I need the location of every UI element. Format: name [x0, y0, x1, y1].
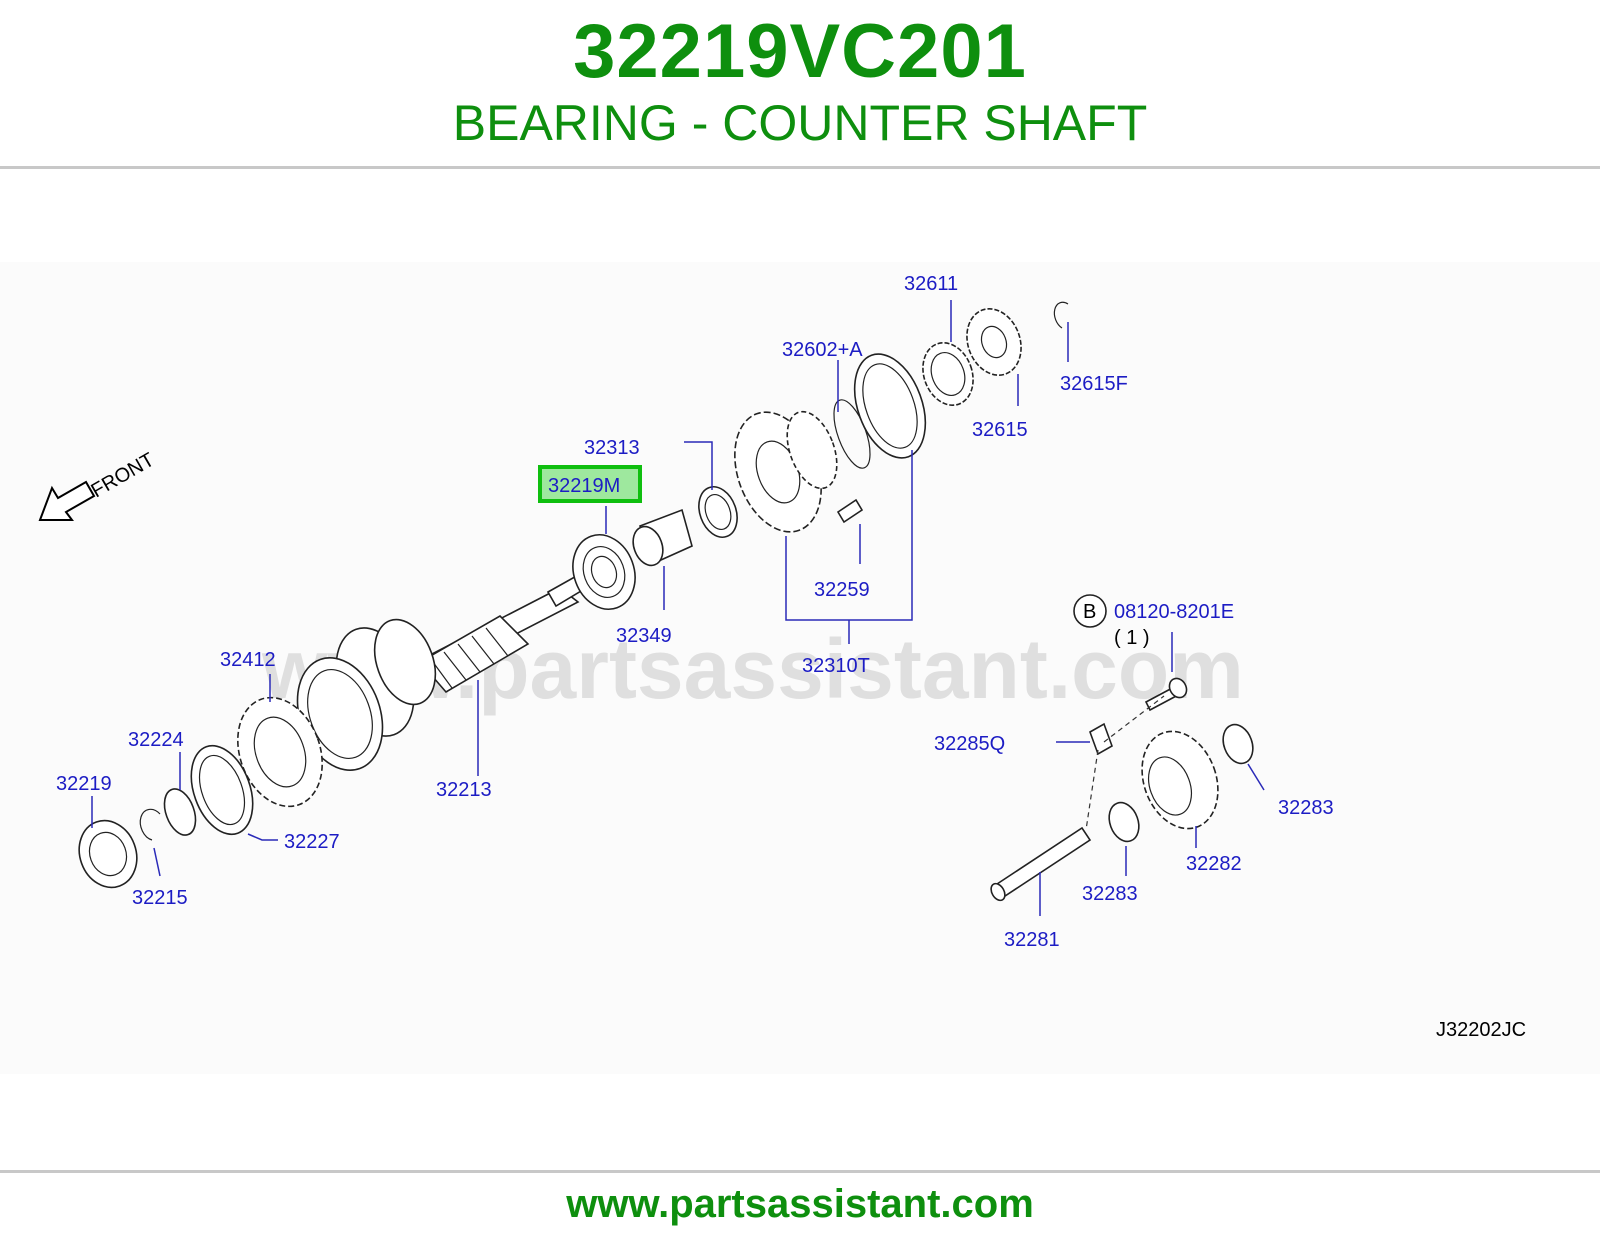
part-number-title: 32219VC201 [573, 9, 1027, 94]
footer-divider [0, 1170, 1600, 1173]
callout-32285q[interactable]: 32285Q [934, 733, 1005, 755]
part-description: BEARING - COUNTER SHAFT [452, 95, 1148, 151]
callout-32310t[interactable]: 32310T [802, 655, 870, 677]
footer-site-link[interactable]: www.partsassistant.com [566, 1182, 1034, 1226]
needle-bearing-32283-lower-part[interactable] [1104, 798, 1144, 845]
washer-32227-part[interactable] [180, 737, 264, 843]
callout-32313[interactable]: 32313 [584, 437, 640, 459]
callout-08120-8201e[interactable]: 08120-8201E [1114, 601, 1234, 623]
callout-32602a[interactable]: 32602+A [782, 339, 863, 361]
collar-32349-part[interactable] [628, 508, 693, 570]
idler-gear-32282-part[interactable] [1129, 721, 1231, 840]
callout-32219m[interactable]: 32219M [548, 475, 620, 497]
idler-shaft-32281-part[interactable] [988, 826, 1092, 903]
gear-32310t-part[interactable] [719, 400, 846, 544]
bearing-32219-part[interactable] [70, 812, 146, 895]
reference-code: J32202JC [1436, 1019, 1526, 1041]
front-arrow-icon [38, 480, 96, 521]
callout-32349[interactable]: 32349 [616, 625, 672, 647]
callout-b: B [1083, 601, 1096, 623]
snap-ring-32615f-part[interactable] [1053, 301, 1069, 329]
synchro-sleeve-part[interactable] [841, 344, 938, 467]
parts-diagram-area: www.partsassistant.com FRONT [0, 262, 1600, 1074]
quantity-label: ( 1 ) [1114, 627, 1150, 649]
callout-32282[interactable]: 32282 [1186, 853, 1242, 875]
key-32259-part[interactable] [836, 498, 864, 524]
ring-32224-part[interactable] [159, 785, 202, 840]
snap-ring-32215-part[interactable] [139, 808, 161, 841]
callout-32213[interactable]: 32213 [436, 779, 492, 801]
header-divider [0, 166, 1600, 169]
highlight-box [538, 465, 642, 503]
front-label: FRONT [88, 449, 159, 502]
hub-32615-part[interactable] [958, 301, 1030, 383]
callout-32259[interactable]: 32259 [814, 579, 870, 601]
exploded-parts-diagram: www.partsassistant.com FRONT [38, 273, 1526, 1041]
callout-32215[interactable]: 32215 [132, 887, 188, 909]
callout-32227[interactable]: 32227 [284, 831, 340, 853]
b-circle-icon [1073, 594, 1107, 628]
callout-32281[interactable]: 32281 [1004, 929, 1060, 951]
page-header: 32219VC201 BEARING - COUNTER SHAFT [0, 0, 1600, 168]
bearing-32219m-part[interactable] [563, 526, 645, 618]
leader-lines [91, 300, 1265, 916]
callout-32224[interactable]: 32224 [128, 729, 184, 751]
needle-bearing-32283-upper-part[interactable] [1218, 720, 1258, 767]
callout-32283-upper[interactable]: 32283 [1278, 797, 1334, 819]
bracket-32285q-part[interactable] [1089, 722, 1113, 756]
callout-32219[interactable]: 32219 [56, 773, 112, 795]
callout-32412[interactable]: 32412 [220, 649, 276, 671]
callout-32615f[interactable]: 32615F [1060, 373, 1128, 395]
callout-32615[interactable]: 32615 [972, 419, 1028, 441]
callout-32611[interactable]: 32611 [904, 273, 958, 295]
ring-32611-part[interactable] [915, 336, 982, 413]
gear-32412-part[interactable] [223, 686, 336, 819]
callout-32283-lower[interactable]: 32283 [1082, 883, 1138, 905]
needle-bearing-32313-part[interactable] [692, 481, 744, 542]
